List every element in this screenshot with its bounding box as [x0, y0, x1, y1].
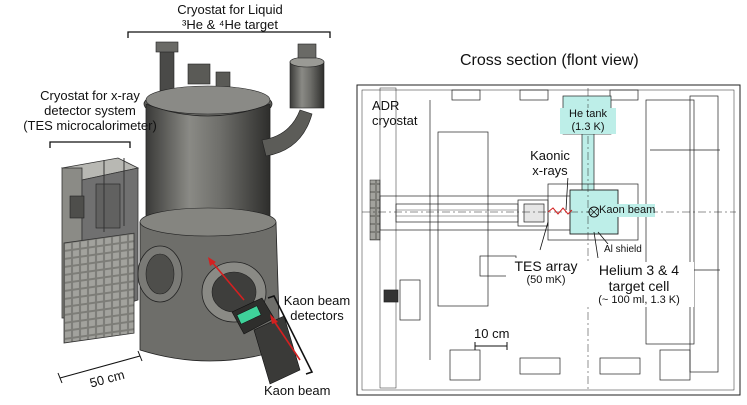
kaon-beam-detectors	[231, 297, 301, 385]
xray-cryostat-line1: Cryostat for x-ray	[40, 88, 140, 103]
xray-cryostat-line3: (TES microcalorimeter)	[23, 118, 157, 133]
kaon-detectors-label: Kaon beam detectors	[272, 293, 362, 323]
target-line3: (~ 100 ml, 1.3 K)	[598, 294, 680, 306]
liquid-cryostat-bracket	[127, 31, 331, 38]
kaon-beam-label-right: Kaon beam	[599, 204, 656, 217]
liquid-cryostat-label: Cryostat for Liquid ³He & ⁴He target	[170, 2, 290, 32]
adr-label: ADR cryostat	[372, 98, 418, 128]
adr-line1: ADR	[372, 98, 400, 113]
he-tank-label: He tank (1.3 K)	[560, 108, 616, 134]
liquid-cryostat-line1: Cryostat for Liquid	[177, 2, 283, 17]
kaon-beam-arrow-lower	[271, 317, 301, 361]
target-line1: Helium 3 & 4	[598, 262, 680, 278]
kaonic-xray-signal	[547, 207, 573, 215]
al-shield-leader	[597, 231, 609, 245]
kaonic-xrays-label: Kaonic x-rays	[520, 148, 580, 178]
scale-50cm-bar	[59, 355, 141, 379]
target-cell-label: Helium 3 & 4 target cell (~ 100 ml, 1.3 …	[584, 262, 694, 307]
kaon-detectors-line2: detectors	[290, 308, 344, 323]
tes-leader	[539, 221, 549, 251]
target-line2: target cell	[608, 278, 670, 294]
he-tank-line1: He tank	[569, 108, 607, 120]
he-tank-line2: (1.3 K)	[571, 121, 605, 133]
kaonic-leader	[565, 175, 569, 211]
al-shield-label: Al shield	[604, 244, 642, 256]
xray-cryostat-line2: detector system	[44, 103, 136, 118]
cross-section-title: Cross section (flont view)	[460, 52, 639, 69]
xray-cryostat-label: Cryostat for x-ray detector system (TES …	[5, 88, 175, 133]
xray-cryostat-body	[60, 157, 140, 344]
tes-line2: (50 mK)	[526, 274, 566, 286]
kaon-detectors-line1: Kaon beam	[283, 293, 351, 308]
xray-cryostat-bracket	[49, 141, 131, 148]
tes-line1: TES array	[514, 258, 578, 274]
detectors-bracket	[267, 295, 314, 375]
kaonic-line1: Kaonic	[530, 148, 570, 163]
liquid-cryostat-line2: ³He & ⁴He target	[182, 17, 278, 32]
scale-10cm-label: 10 cm	[474, 326, 510, 341]
tes-array-label: TES array (50 mK)	[506, 258, 586, 287]
liquid-cryostat-body	[137, 41, 325, 362]
adr-line2: cryostat	[372, 113, 418, 128]
target-leader	[593, 231, 599, 259]
kaon-beam-arrow-upper	[211, 261, 245, 301]
cross-section-drawing	[356, 84, 741, 396]
kaon-beam-label-left: Kaon beam	[264, 383, 331, 398]
kaonic-line2: x-rays	[532, 163, 568, 178]
